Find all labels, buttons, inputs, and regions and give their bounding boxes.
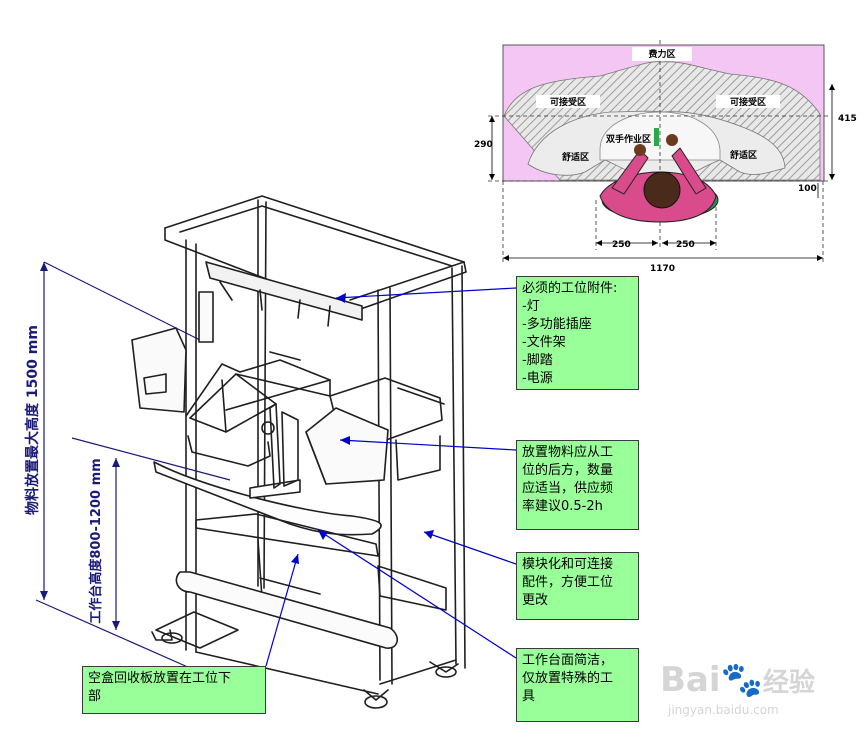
attachments-callout: 必须的工位附件: -灯 -多功能插座 -文件架 -脚踏 -电源 <box>516 276 639 390</box>
force-zone-label: 费力区 <box>632 47 692 61</box>
tabletop-callout: 工作台面简洁， 仅放置特殊的工 具 <box>516 648 639 722</box>
acceptable-zone-right-label: 可接受区 <box>716 95 780 108</box>
dimension-250-right: 250 <box>676 240 695 250</box>
bench-height-label: 工作台高度800-1200 mm <box>89 458 104 624</box>
acceptable-zone-left-label: 可接受区 <box>536 95 600 108</box>
watermark-brand2: 经验 <box>762 668 815 698</box>
watermark-url: jingyan.baidu.com <box>668 703 779 717</box>
modular-callout: 模块化和可连接 配件，方便工位 更改 <box>516 552 639 620</box>
comfort-zone-left-label: 舒适区 <box>562 153 590 163</box>
workstation-sketch <box>131 195 467 709</box>
comfort-zone-right-label: 舒适区 <box>730 151 758 161</box>
two-hand-zone <box>599 111 721 161</box>
dimension-250-left: 250 <box>612 240 631 250</box>
dimension-1170: 1170 <box>650 264 676 274</box>
dimension-290: 290 <box>474 140 493 150</box>
dimension-100: 100 <box>798 184 817 194</box>
watermark-paw-icon: 🐾 <box>720 660 763 700</box>
dimension-415: 415 <box>838 114 857 124</box>
two-hand-zone-label: 双手作业区 <box>606 135 652 145</box>
empty-box-callout: 空盒回收板放置在工位下 部 <box>82 666 266 714</box>
worker-top-view <box>599 128 719 223</box>
max-storage-height-label: 物料放置最大高度 1500 mm <box>25 325 41 515</box>
materials-callout: 放置物料应从工 位的后方，数量 应适当，供应频 率建议0.5-2h <box>516 440 639 530</box>
watermark-brand: Bai <box>660 660 721 700</box>
watermark-logo: Bai🐾经验 <box>660 660 815 700</box>
pointer-lines <box>265 287 517 667</box>
